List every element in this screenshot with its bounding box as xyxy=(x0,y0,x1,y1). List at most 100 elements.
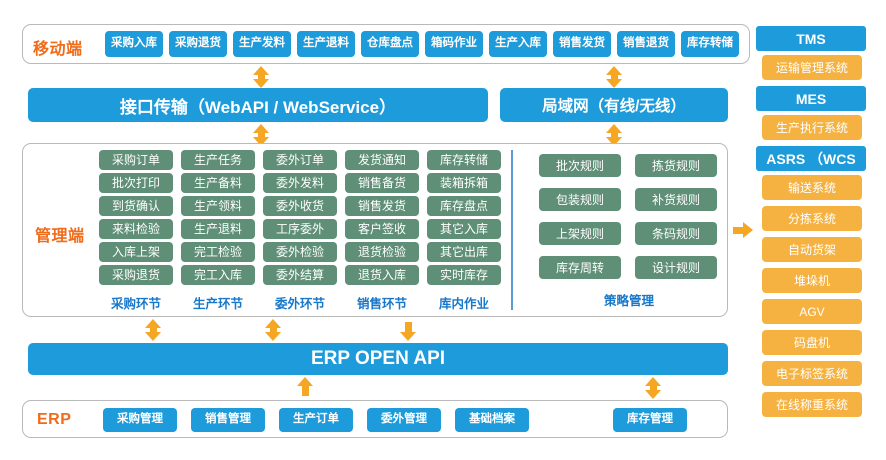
management-column: 库存转储装箱拆箱库存盘点其它入库其它出库实时库存库内作业 xyxy=(427,150,501,312)
external-systems-column: TMS 运输管理系统 MES 生产执行系统 ASRS （WCS 输送系统分拣系统自动货架堆… xyxy=(756,26,866,423)
mobile-button[interactable]: 生产发料 xyxy=(233,31,291,57)
management-item[interactable]: 来料检验 xyxy=(99,219,173,239)
strategy-item[interactable]: 包装规则 xyxy=(539,188,621,211)
strategy-item[interactable]: 条码规则 xyxy=(635,222,717,245)
management-item[interactable]: 委外收货 xyxy=(263,196,337,216)
strategy-item[interactable]: 拣货规则 xyxy=(635,154,717,177)
management-item[interactable]: 委外检验 xyxy=(263,242,337,262)
management-item[interactable]: 其它出库 xyxy=(427,242,501,262)
management-column: 委外订单委外发料委外收货工序委外委外检验委外结算委外环节 xyxy=(263,150,337,312)
arrow-lan-to-strategy xyxy=(606,124,622,146)
management-column-title: 采购环节 xyxy=(110,297,161,311)
external-system-item[interactable]: 分拣系统 xyxy=(762,206,862,231)
strategy-column: 批次规则包装规则上架规则库存周转 xyxy=(539,154,621,279)
erp-open-api-banner: ERP OPEN API xyxy=(28,343,728,375)
strategy-item[interactable]: 库存周转 xyxy=(539,256,621,279)
mobile-button[interactable]: 采购退货 xyxy=(169,31,227,57)
arrow-mobile-to-api xyxy=(253,66,269,88)
management-column-title: 生产环节 xyxy=(192,297,243,311)
external-system-item[interactable]: 生产执行系统 xyxy=(762,115,862,140)
management-item[interactable]: 实时库存 xyxy=(427,265,501,285)
management-item[interactable]: 采购退货 xyxy=(99,265,173,285)
external-system-item[interactable]: 自动货架 xyxy=(762,237,862,262)
management-item[interactable]: 采购订单 xyxy=(99,150,173,170)
management-item[interactable]: 退货检验 xyxy=(345,242,419,262)
management-item[interactable]: 批次打印 xyxy=(99,173,173,193)
mobile-button-row: 采购入库采购退货生产发料生产退料仓库盘点箱码作业生产入库销售发货销售退货库存转储 xyxy=(105,31,739,57)
arrow-openapi-to-erp xyxy=(297,377,313,396)
arrow-strategy-to-external xyxy=(733,222,755,238)
external-group-header: ASRS （WCS xyxy=(756,146,866,171)
management-item[interactable]: 生产备料 xyxy=(181,173,255,193)
strategy-item[interactable]: 上架规则 xyxy=(539,222,621,245)
erp-inventory-button[interactable]: 库存管理 xyxy=(613,408,687,432)
arrow-outsource-to-openapi xyxy=(265,319,281,341)
erp-button[interactable]: 销售管理 xyxy=(191,408,265,432)
external-system-item[interactable]: 输送系统 xyxy=(762,175,862,200)
lan-banner: 局域网（有线/无线） xyxy=(500,88,728,122)
external-group-header: MES xyxy=(756,86,866,111)
arrow-purchase-to-openapi xyxy=(145,319,161,341)
strategy-item[interactable]: 设计规则 xyxy=(635,256,717,279)
external-system-item[interactable]: 电子标签系统 xyxy=(762,361,862,386)
management-item[interactable]: 库存转储 xyxy=(427,150,501,170)
external-group-header: TMS xyxy=(756,26,866,51)
mobile-button[interactable]: 库存转储 xyxy=(681,31,739,57)
arrow-lan-to-mobile xyxy=(606,66,622,88)
mobile-panel: 移动端 采购入库采购退货生产发料生产退料仓库盘点箱码作业生产入库销售发货销售退货… xyxy=(22,24,750,64)
management-item[interactable]: 委外订单 xyxy=(263,150,337,170)
management-item[interactable]: 完工检验 xyxy=(181,242,255,262)
management-item[interactable]: 其它入库 xyxy=(427,219,501,239)
management-item[interactable]: 退货入库 xyxy=(345,265,419,285)
management-panel: 管理端 采购订单批次打印到货确认来料检验入库上架采购退货采购环节 生产任务生产备料… xyxy=(22,143,728,317)
management-item[interactable]: 生产退料 xyxy=(181,219,255,239)
strategy-item[interactable]: 补货规则 xyxy=(635,188,717,211)
strategy-title: 策略管理 xyxy=(603,294,654,308)
management-item[interactable]: 到货确认 xyxy=(99,196,173,216)
management-item[interactable]: 入库上架 xyxy=(99,242,173,262)
erp-button[interactable]: 生产订单 xyxy=(279,408,353,432)
management-item[interactable]: 发货通知 xyxy=(345,150,419,170)
external-system-item[interactable]: 在线称重系统 xyxy=(762,392,862,417)
management-item[interactable]: 完工入库 xyxy=(181,265,255,285)
external-system-item[interactable]: AGV xyxy=(762,299,862,324)
mobile-button[interactable]: 箱码作业 xyxy=(425,31,483,57)
management-item[interactable]: 装箱拆箱 xyxy=(427,173,501,193)
management-item[interactable]: 销售备货 xyxy=(345,173,419,193)
api-transport-banner: 接口传输（WebAPI / WebService） xyxy=(28,88,488,122)
management-item[interactable]: 客户签收 xyxy=(345,219,419,239)
management-item[interactable]: 库存盘点 xyxy=(427,196,501,216)
mobile-button[interactable]: 采购入库 xyxy=(105,31,163,57)
mobile-button[interactable]: 仓库盘点 xyxy=(361,31,419,57)
management-column: 生产任务生产备料生产领料生产退料完工检验完工入库生产环节 xyxy=(181,150,255,312)
erp-button[interactable]: 基础档案 xyxy=(455,408,529,432)
mobile-button[interactable]: 销售退货 xyxy=(617,31,675,57)
erp-panel: ERP 采购管理销售管理生产订单委外管理基础档案 库存管理 xyxy=(22,400,728,438)
strategy-column: 拣货规则补货规则条码规则设计规则 xyxy=(635,154,717,279)
erp-button[interactable]: 采购管理 xyxy=(103,408,177,432)
management-panel-label: 管理端 xyxy=(35,228,85,245)
strategy-item[interactable]: 批次规则 xyxy=(539,154,621,177)
arrow-api-to-management xyxy=(253,124,269,146)
erp-button-row: 采购管理销售管理生产订单委外管理基础档案 xyxy=(103,408,529,432)
arrow-strategy-to-openapi xyxy=(400,322,416,341)
mobile-button[interactable]: 生产入库 xyxy=(489,31,547,57)
erp-inventory-slot: 库存管理 xyxy=(613,408,687,432)
external-system-item[interactable]: 堆垛机 xyxy=(762,268,862,293)
mobile-button[interactable]: 生产退料 xyxy=(297,31,355,57)
erp-button[interactable]: 委外管理 xyxy=(367,408,441,432)
management-item[interactable]: 销售发货 xyxy=(345,196,419,216)
management-column-title: 委外环节 xyxy=(274,297,325,311)
management-column-title: 销售环节 xyxy=(356,297,407,311)
panel-divider xyxy=(511,150,513,310)
management-item[interactable]: 委外发料 xyxy=(263,173,337,193)
management-item[interactable]: 生产领料 xyxy=(181,196,255,216)
management-item[interactable]: 生产任务 xyxy=(181,150,255,170)
mobile-button[interactable]: 销售发货 xyxy=(553,31,611,57)
external-system-item[interactable]: 码盘机 xyxy=(762,330,862,355)
mobile-panel-label: 移动端 xyxy=(33,41,83,58)
management-item[interactable]: 工序委外 xyxy=(263,219,337,239)
management-item[interactable]: 委外结算 xyxy=(263,265,337,285)
external-system-item[interactable]: 运输管理系统 xyxy=(762,55,862,80)
